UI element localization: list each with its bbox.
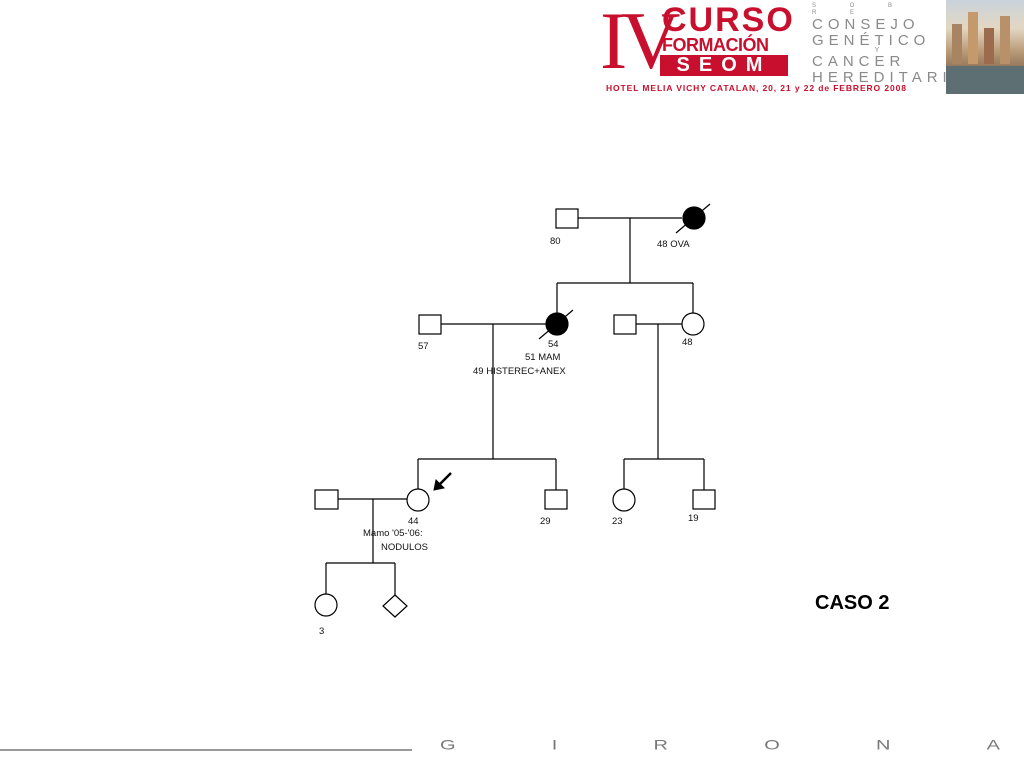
gen2-sister-symbol xyxy=(681,312,705,336)
gen4-daughter-age: 3 xyxy=(319,626,325,637)
venue-text: HOTEL MELIA VICHY CATALAN, 20, 21 y 22 d… xyxy=(606,83,907,93)
gen4-daughter-symbol xyxy=(314,593,338,617)
gen3-cousin-female-symbol xyxy=(612,488,636,512)
footer-letter: A xyxy=(986,737,1000,753)
gen3-brother-symbol xyxy=(544,489,568,510)
gen1-deceased-slash xyxy=(675,203,711,234)
y-text: Y xyxy=(874,47,880,54)
footer-divider xyxy=(0,749,412,751)
curso-title: CURSO xyxy=(662,1,795,39)
footer-letter: N xyxy=(875,737,891,753)
hereditario-text: HEREDITARIO xyxy=(812,68,969,86)
gen2-inlaw-male-symbol xyxy=(613,314,637,335)
gen2-male-symbol xyxy=(418,314,442,335)
gen3-proband-symbol xyxy=(406,488,430,512)
cancer-text: CANCER xyxy=(812,53,906,70)
consejo-block: S O B R E CONSEJO GENÉTICO Y CANCER HERE… xyxy=(812,3,969,86)
gen1-female-label: 48 OVA xyxy=(657,239,690,250)
gen2-female-note1: 51 MAM xyxy=(525,352,561,363)
case-title: CASO 2 xyxy=(815,592,890,614)
header-banner: IV CURSO FORMACIÓN SEOM S O B R E CONSEJ… xyxy=(0,0,1024,100)
gen3-proband-age: 44 xyxy=(408,516,419,527)
gen4-unknown-sex-symbol xyxy=(382,594,408,618)
footer-letter: O xyxy=(764,737,780,753)
gen3-proband-note2: NODULOS xyxy=(381,542,428,553)
formacion-title: FORMACIÓN xyxy=(662,35,769,55)
consejo-text: CONSEJO xyxy=(812,16,920,33)
gen3-brother-age: 29 xyxy=(540,516,551,527)
footer-letter: R xyxy=(653,737,668,753)
gen3-cousin-female-age: 23 xyxy=(612,516,623,527)
footer-letter: I xyxy=(551,737,558,753)
proband-arrow xyxy=(433,472,452,491)
gen1-male-symbol xyxy=(555,208,579,229)
gen1-male-age: 80 xyxy=(550,236,561,247)
gen2-female-age: 54 xyxy=(548,339,559,350)
footer-girona: G I R O N A xyxy=(440,734,1000,757)
gen2-male-age: 57 xyxy=(418,341,429,352)
gen3-proband-note1: Mamo '05-'06: xyxy=(363,528,423,539)
seom-logo: SEOM xyxy=(660,55,788,76)
gen3-spouse-male-symbol xyxy=(314,489,339,510)
gen2-deceased-slash xyxy=(538,309,574,340)
gen3-cousin-male-age: 19 xyxy=(688,513,699,524)
genetico-text: GENÉTICO xyxy=(812,31,931,49)
gen2-sister-age: 48 xyxy=(682,337,693,348)
gen3-cousin-male-symbol xyxy=(692,489,716,510)
girona-photo xyxy=(946,0,1024,94)
footer-letter: G xyxy=(440,737,456,753)
sobre-text: S O B R E xyxy=(812,3,909,16)
gen2-female-note2: 49 HISTEREC+ANEX xyxy=(473,366,566,377)
